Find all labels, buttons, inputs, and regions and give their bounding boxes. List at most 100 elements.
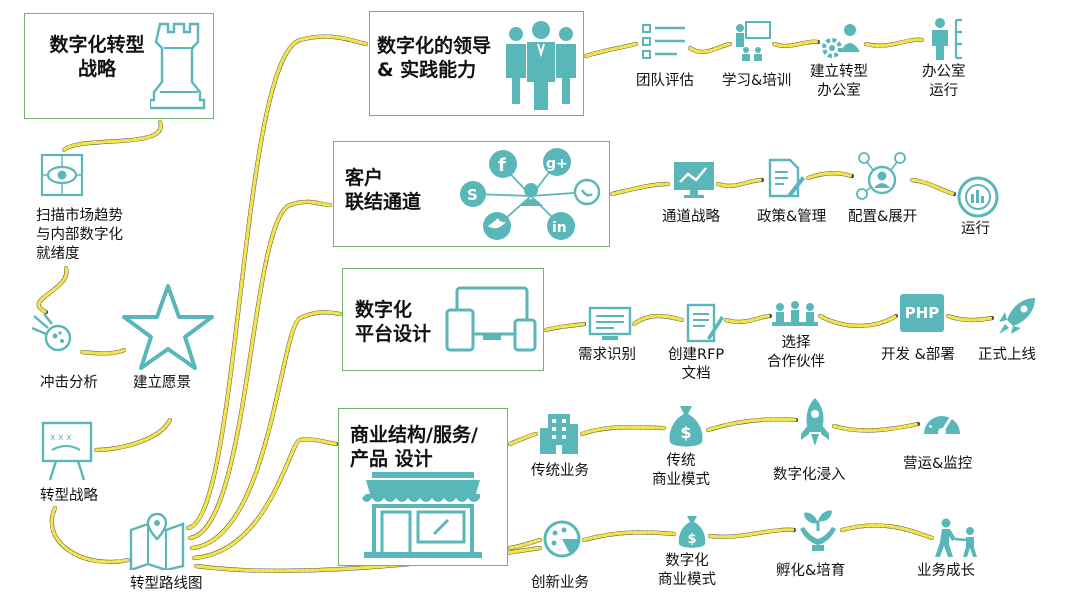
impact-label: 冲击分析 — [40, 375, 98, 391]
star-icon — [122, 284, 214, 370]
connector-path — [724, 314, 772, 324]
transform-strategy-label: 转型战略 — [40, 488, 98, 504]
team-people-icon — [506, 21, 576, 110]
connector-path — [772, 40, 820, 48]
facebook-icon — [489, 150, 517, 178]
svg-text:in: in — [552, 220, 567, 236]
innovation-step-4: 业务成长 — [917, 563, 975, 579]
vision-label: 建立愿景 — [133, 375, 191, 391]
meeting-partners-icon — [772, 301, 818, 326]
google-plus-icon — [543, 148, 571, 176]
whiteboard-plan-icon: x x x — [41, 421, 93, 481]
connector-path — [80, 348, 126, 356]
customer-title: 客户 联结通道 — [345, 167, 422, 213]
rocket-icon — [801, 398, 829, 446]
sprout-hands-icon — [800, 510, 836, 551]
connector-path-outline — [49, 505, 131, 564]
svg-text:PHP: PHP — [905, 304, 940, 322]
policy-document-icon — [768, 158, 805, 198]
roadmap-label: 转型路线图 — [130, 576, 203, 592]
connector-path — [186, 34, 368, 530]
connector-path — [94, 418, 172, 452]
platform-step-2: 创建RFP 文档 — [668, 347, 725, 382]
leadership-step-1: 团队评估 — [636, 73, 694, 89]
customer-step-1: 通道战略 — [662, 209, 720, 225]
business-title: 商业结构/服务/ 产品 设计 — [350, 424, 478, 470]
connector-path — [188, 200, 332, 540]
traditional-step-2: 传统 商业模式 — [652, 453, 710, 488]
customer-step-2: 政策&管理 — [757, 209, 827, 225]
svg-text:f: f — [498, 155, 506, 176]
svg-text:$: $ — [680, 423, 691, 442]
svg-text:g+: g+ — [546, 156, 568, 172]
checklist-icon — [642, 24, 685, 59]
chess-rook-icon — [150, 22, 206, 110]
connector-path — [508, 432, 538, 446]
platform-box — [342, 268, 544, 371]
leadership-title: 数字化的领导 & 实践能力 — [377, 35, 492, 81]
monitor-chart-icon — [674, 162, 714, 198]
connector-path — [190, 310, 342, 550]
connector-path — [50, 506, 130, 564]
scan-eye-icon — [40, 153, 84, 197]
innovation-step-2: 数字化 商业模式 — [658, 553, 716, 588]
innovation-step-1: 创新业务 — [531, 575, 589, 591]
php-icon: PHP — [900, 294, 944, 332]
platform-step-4: 开发 &部署 — [881, 347, 955, 363]
social-network-icon: f g+ S in — [460, 148, 601, 240]
connector-path — [580, 425, 666, 436]
connector-path — [544, 322, 586, 332]
connector-path — [584, 42, 638, 58]
svg-text:$: $ — [687, 532, 696, 547]
platform-step-5: 正式上线 — [978, 347, 1036, 363]
connector-path — [818, 314, 898, 328]
whatsapp-icon — [573, 178, 601, 206]
platform-step-1: 需求识别 — [578, 347, 636, 363]
requirement-screen-icon — [588, 306, 632, 340]
rocket-launch-icon — [999, 298, 1035, 334]
connector-path — [508, 538, 542, 550]
svg-text:S: S — [467, 186, 478, 204]
connector-path — [192, 437, 338, 560]
storefront-icon — [362, 472, 482, 558]
leadership-step-2: 学习&培训 — [722, 73, 792, 89]
gear-person-icon — [822, 24, 860, 58]
leadership-step-4: 办公室 运行 — [922, 64, 966, 99]
connector-path — [708, 528, 796, 539]
office-person-icon — [932, 18, 962, 60]
innovation-step-3: 孵化&培育 — [776, 563, 846, 579]
money-bag-icon: $ — [669, 406, 703, 447]
connector-path — [62, 120, 163, 152]
map-pin-icon — [129, 512, 185, 570]
pizza-slice-icon — [543, 520, 581, 558]
connector-path — [716, 178, 764, 188]
connector-path — [946, 314, 994, 322]
linkedin-icon — [547, 212, 575, 240]
digital-money-bag-icon: $ — [678, 516, 706, 548]
office-building-icon — [540, 414, 578, 454]
skype-icon — [460, 181, 486, 207]
leadership-step-3: 建立转型 办公室 — [810, 64, 868, 99]
connector-path — [806, 171, 854, 180]
speedometer-icon — [924, 411, 960, 436]
connector-path — [688, 42, 732, 54]
traditional-step-4: 营运&监控 — [903, 456, 973, 472]
connector-path — [864, 38, 924, 48]
connector-path — [582, 530, 676, 542]
traditional-step-3: 数字化浸入 — [773, 467, 846, 483]
connector-path — [706, 417, 798, 432]
scan-label: 扫描市场趋势 与内部数字化 就绪度 — [36, 208, 123, 262]
operation-dial-icon — [957, 176, 999, 218]
platform-step-3: 选择 合作伙伴 — [767, 335, 825, 370]
svg-text:x x x: x x x — [50, 433, 72, 443]
strategy-box — [24, 13, 214, 119]
customer-step-3: 配置&展开 — [848, 209, 918, 225]
traditional-step-1: 传统业务 — [531, 463, 589, 479]
platform-title: 数字化 平台设计 — [355, 299, 432, 345]
connector-path — [610, 182, 670, 196]
connector-path — [840, 523, 934, 540]
growth-people-icon — [935, 518, 977, 557]
rfp-document-icon — [686, 303, 724, 343]
